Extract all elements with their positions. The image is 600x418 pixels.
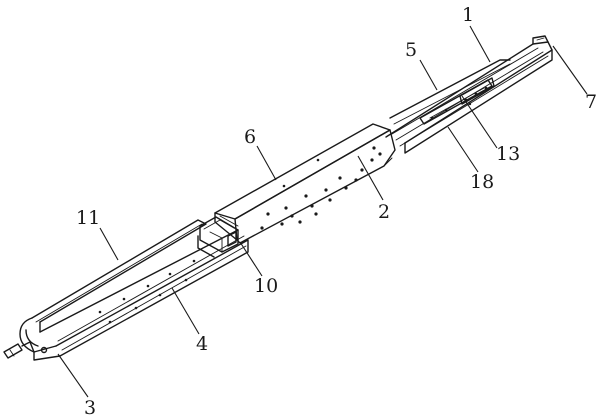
leader-10 <box>239 241 263 277</box>
callout-7: 7 <box>585 91 597 113</box>
carriage-block <box>430 77 495 120</box>
leader-4 <box>171 287 200 335</box>
callout-11: 11 <box>76 207 100 229</box>
callout-2: 2 <box>378 201 390 223</box>
front-cover <box>31 219 207 333</box>
leader-18 <box>447 126 479 173</box>
leader-7 <box>552 45 588 95</box>
callout-3: 3 <box>84 397 96 418</box>
connecting-block <box>197 216 239 258</box>
front-rail <box>39 229 249 357</box>
leader-6 <box>256 145 277 181</box>
front-end-piece <box>3 317 61 361</box>
callout-5: 5 <box>405 39 417 61</box>
leader-lines <box>57 25 588 398</box>
leader-11 <box>99 227 119 261</box>
outer-rail <box>385 35 553 154</box>
callout-6: 6 <box>244 126 256 148</box>
callout-13: 13 <box>496 143 520 165</box>
callout-labels: 1 2 3 4 5 6 7 10 11 13 18 <box>76 4 597 418</box>
callout-1: 1 <box>462 4 474 26</box>
leader-2 <box>357 155 384 201</box>
callout-4: 4 <box>196 333 208 355</box>
leader-5 <box>419 59 438 91</box>
middle-housing <box>214 123 396 244</box>
callout-18: 18 <box>470 171 494 193</box>
callout-10: 10 <box>254 275 278 297</box>
leader-3 <box>57 353 89 398</box>
leader-13 <box>461 95 498 149</box>
leader-1 <box>469 25 491 63</box>
